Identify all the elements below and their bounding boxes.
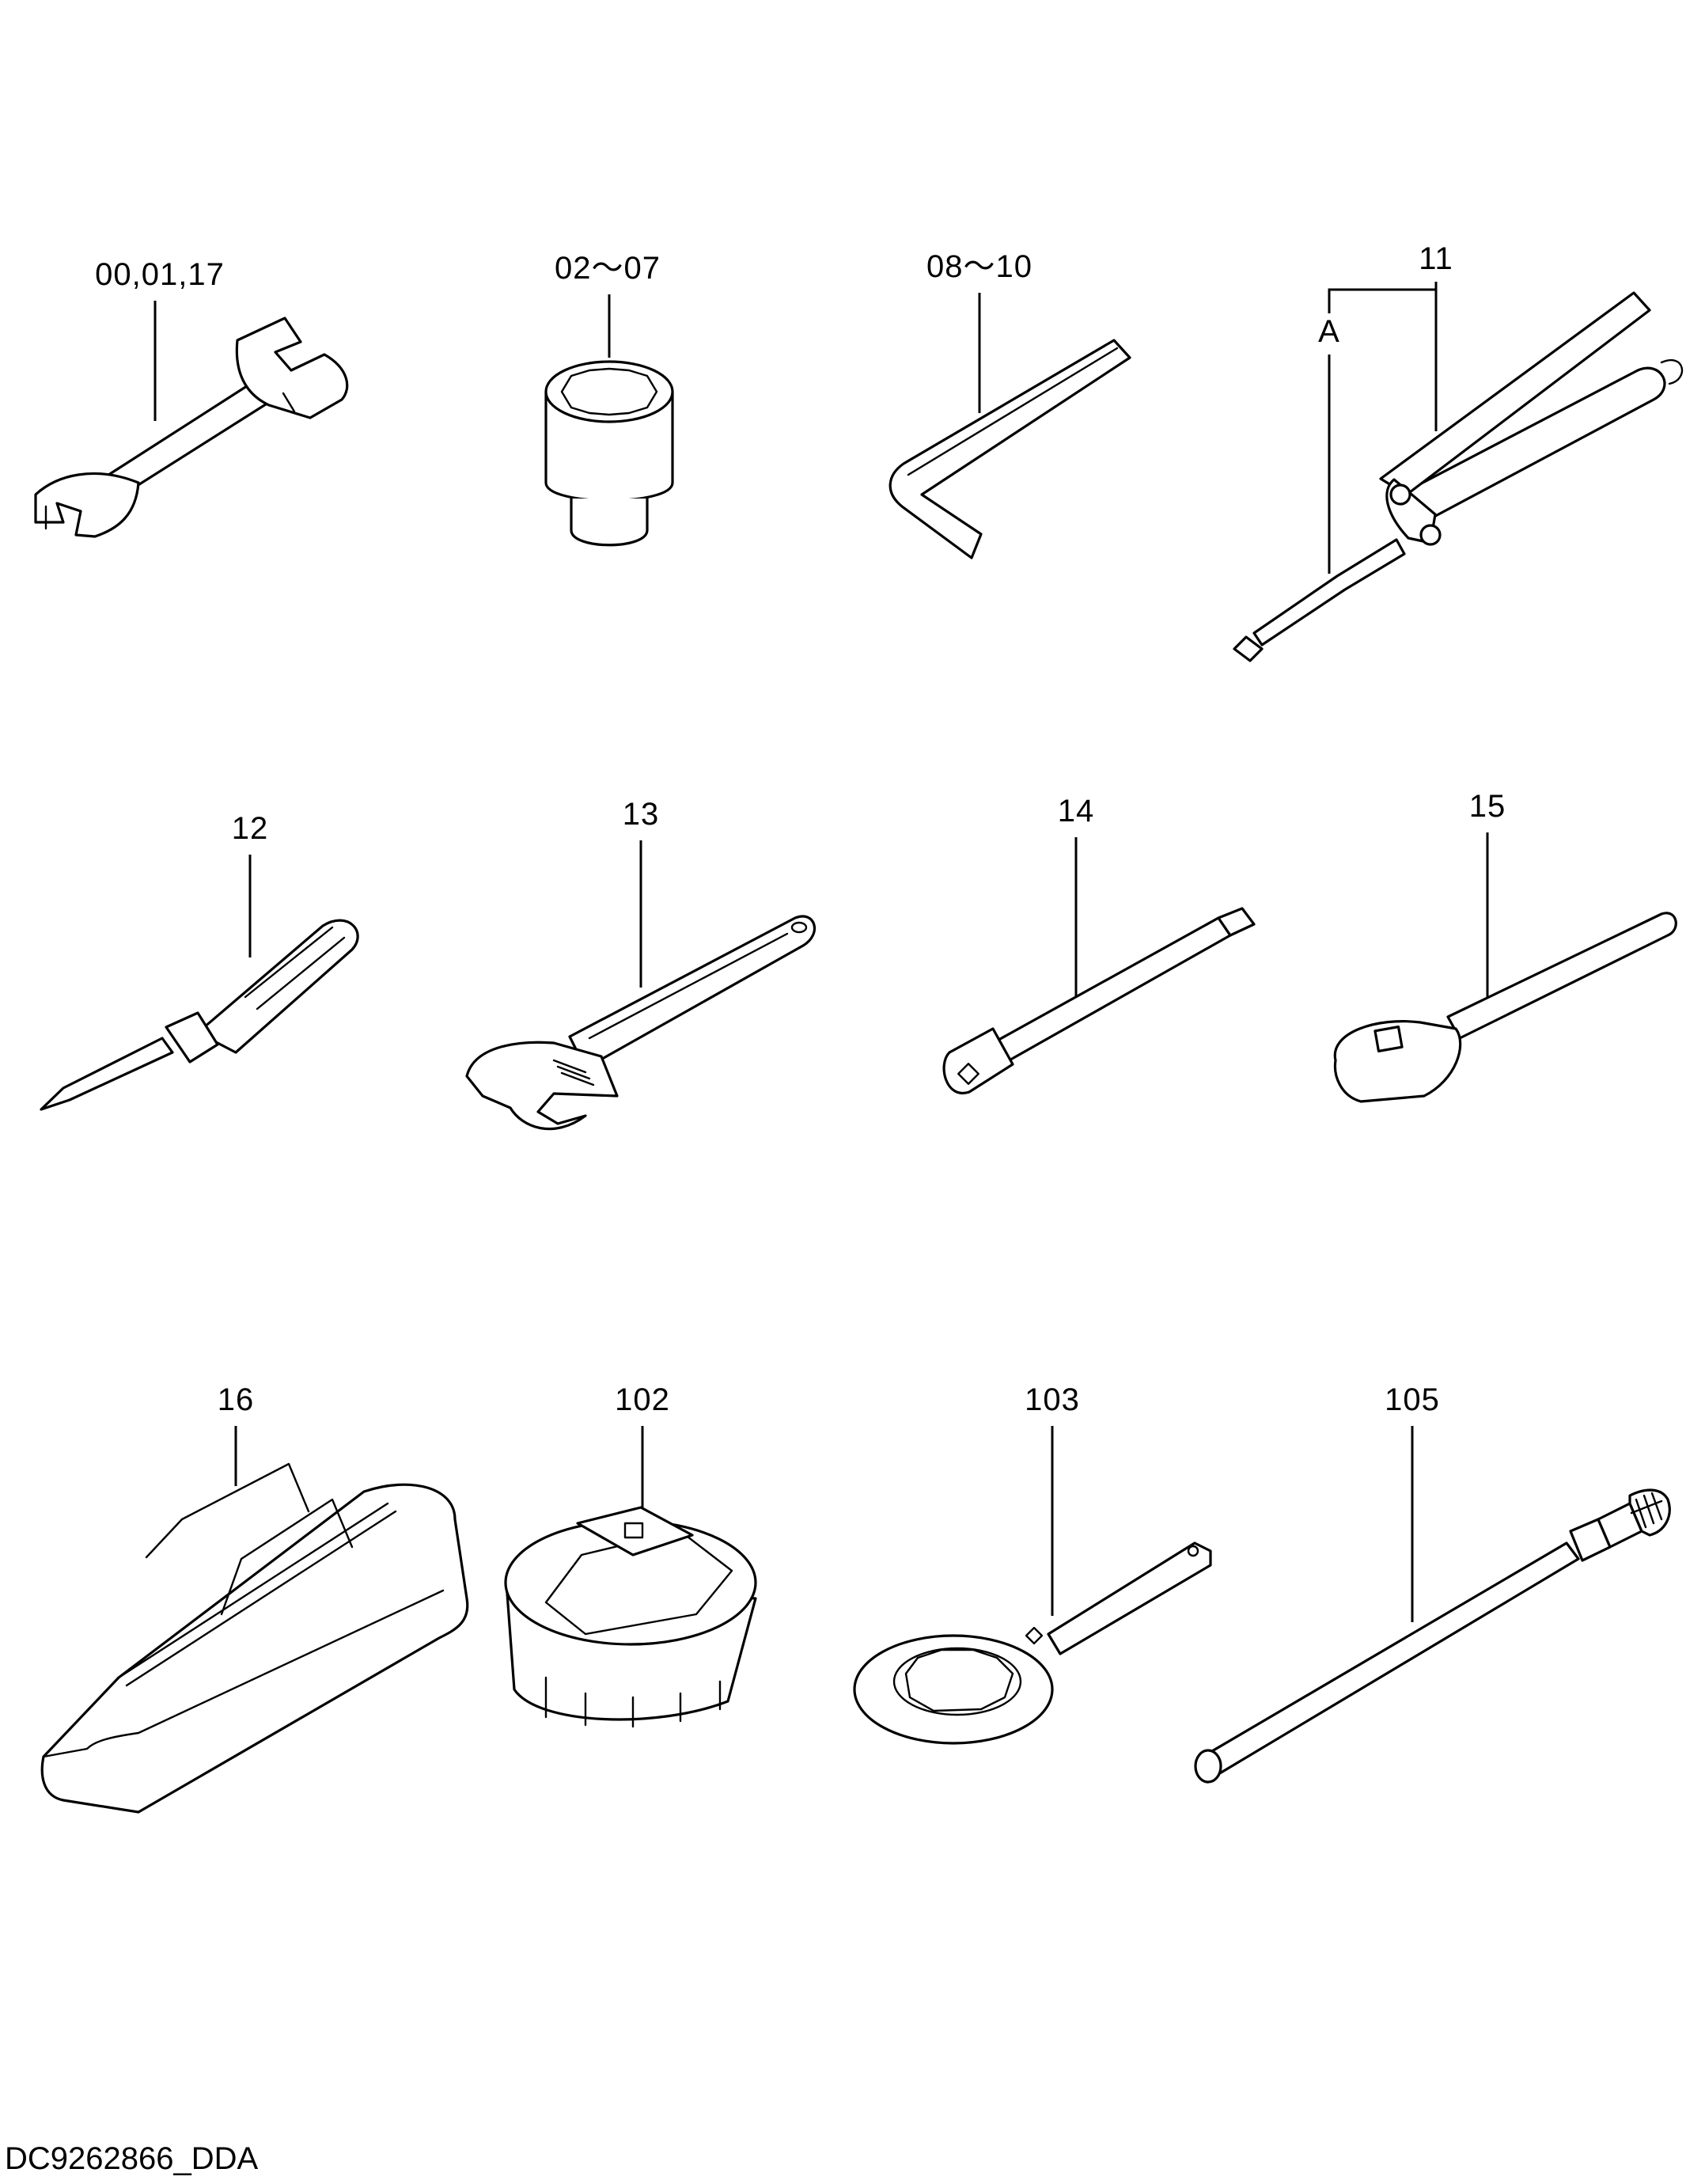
open-end-wrench: 00,01,17: [34, 257, 349, 538]
callout-12: 12: [232, 811, 269, 846]
callout-14: 14: [1058, 794, 1095, 828]
bar-handle: 105: [1194, 1382, 1671, 1784]
hex-key: 08～10: [888, 249, 1131, 559]
drawing-id: DC9262866_DDA: [5, 2141, 259, 2176]
socket: 02～07: [544, 251, 674, 547]
extension-bar: 14: [942, 794, 1256, 1095]
ring-spanner: 103: [853, 1382, 1212, 1745]
callout-08-10: 08～10: [926, 249, 1032, 284]
callout-11: 11: [1419, 241, 1453, 276]
callout-105: 105: [1385, 1382, 1440, 1417]
tool-bag: 16: [40, 1382, 469, 1814]
callout-15: 15: [1469, 789, 1506, 824]
screwdriver: 12: [40, 811, 359, 1111]
callout-103: 103: [1025, 1382, 1080, 1417]
adjustable-wrench: 13: [465, 797, 817, 1131]
callout-a: A: [1318, 314, 1340, 349]
ratchet-handle: 15: [1333, 789, 1677, 1103]
callout-02-07: 02～07: [555, 251, 661, 286]
callout-00-01-17: 00,01,17: [95, 257, 225, 292]
callout-13: 13: [623, 797, 660, 832]
callout-102: 102: [615, 1382, 670, 1417]
filter-wrench: 102: [504, 1382, 757, 1728]
leader-line: [1328, 282, 1438, 574]
callout-16: 16: [218, 1382, 255, 1417]
grease-gun: 11 A: [1233, 241, 1684, 662]
